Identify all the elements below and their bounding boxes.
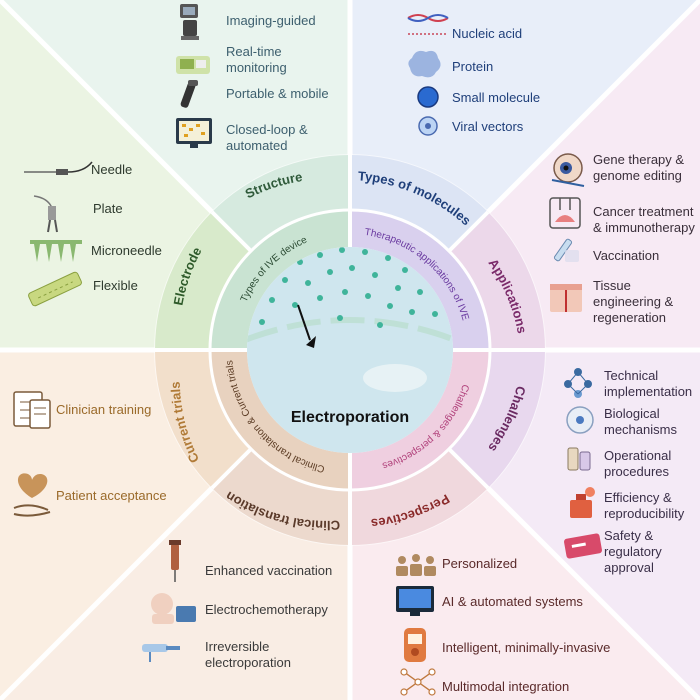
molecule-item-small-molecule: Small molecule: [452, 90, 541, 105]
cell-center: [247, 247, 453, 453]
electrode-item-microneedle: Microneedle: [91, 243, 162, 258]
ring-electrode: [154, 212, 251, 350]
personalized-icon: [396, 554, 436, 576]
plate-icon: [33, 195, 58, 233]
irreversible-electroporation-icon: [142, 644, 180, 662]
ring-challenges: [449, 350, 546, 488]
safety-regulatory-icon: [564, 533, 602, 559]
clinical-item-irreversible: Irreversible electroporation: [205, 639, 291, 670]
needle-icon: [24, 161, 93, 175]
challenge-item-efficiency: Efficiency & reproducibility: [604, 490, 685, 521]
challenge-item-operational: Operational procedures: [604, 448, 672, 479]
real-time-monitoring-icon: [176, 56, 210, 74]
ring-perspectives: [350, 449, 488, 546]
structure-item-real-time-monitoring: Real-time monitoring: [226, 44, 287, 75]
ring-trials: [154, 350, 251, 488]
portable-mobile-icon: [180, 80, 198, 108]
structure-item-closed-loop: Closed-loop & automated: [226, 122, 308, 153]
challenge-item-technical: Technical implementation: [604, 368, 693, 399]
gene-therapy-icon: [551, 153, 585, 187]
electrode-item-plate: Plate: [93, 201, 123, 216]
small-molecule-icon: [417, 86, 439, 108]
challenge-item-safety: Safety & regulatory approval: [604, 528, 662, 575]
closed-loop-automated-icon: [176, 118, 212, 148]
structure-item-portable-mobile: Portable & mobile: [226, 86, 329, 101]
application-item-vaccination: Vaccination: [593, 248, 660, 263]
perspective-item-ai: AI & automated systems: [442, 594, 583, 609]
cell-nucleus: [363, 364, 427, 392]
operational-procedures-icon: [567, 447, 591, 471]
clinician-training-icon: [13, 391, 51, 429]
ring-clinical: [212, 449, 350, 546]
perspective-item-intelligent: Intelligent, minimally-invasive: [442, 640, 611, 655]
application-item-cancer-treatment: Cancer treatment & immunotherapy: [593, 204, 695, 235]
electrochemotherapy-icon: [151, 593, 196, 624]
molecule-dots: [259, 247, 438, 328]
multimodal-integration-icon: [400, 668, 436, 696]
clinical-item-electrochemotherapy: Electrochemotherapy: [205, 602, 328, 617]
application-item-gene-therapy: Gene therapy & genome editing: [593, 152, 685, 183]
biological-mechanisms-icon: [566, 406, 594, 434]
molecule-item-protein: Protein: [452, 59, 494, 74]
ai-automated-systems-icon: [396, 586, 434, 616]
imaging-guided-icon: [180, 4, 199, 40]
perspective-item-multimodal: Multimodal integration: [442, 679, 570, 694]
inner-ring-therapeutic: [350, 210, 490, 350]
perspective-item-personalized: Personalized: [442, 556, 518, 571]
inner-ring-device: [210, 210, 350, 350]
intelligent-minimally-invasive-icon: [404, 628, 426, 662]
trial-item-patient-acceptance: Patient acceptance: [56, 488, 167, 503]
viral-vectors-icon: [418, 116, 438, 136]
inner-ring-challenges: [350, 350, 490, 490]
nucleic-acid-icon: [407, 14, 449, 35]
ring-applications: [449, 212, 546, 350]
tissue-engineering-icon: [550, 284, 582, 312]
flexible-icon: [28, 271, 82, 307]
protein-icon: [408, 50, 441, 78]
technical-implementation-icon: [564, 368, 592, 398]
electrode-item-needle: Needle: [91, 162, 133, 177]
molecule-item-viral-vectors: Viral vectors: [452, 119, 524, 134]
ring-structure: [212, 154, 350, 251]
challenge-item-biological: Biological mechanisms: [604, 406, 677, 437]
efficiency-reproducibility-icon: [570, 487, 595, 518]
trial-item-clinician-training: Clinician training: [56, 402, 152, 417]
structure-item-imaging-guided: Imaging-guided: [226, 13, 316, 28]
inner-ring-clinical: [210, 350, 350, 490]
application-item-tissue-engineering: Tissue engineering & regeneration: [593, 278, 674, 325]
microneedle-icon: [30, 240, 82, 262]
molecule-item-nucleic-acid: Nucleic acid: [452, 26, 523, 41]
ring-molecules: [350, 154, 488, 251]
patient-acceptance-icon: [13, 473, 51, 517]
electrode-item-flexible: Flexible: [93, 278, 138, 293]
center-title: Electroporation: [290, 409, 410, 426]
vaccination-icon: [553, 238, 579, 262]
cancer-treatment-icon: [549, 197, 581, 229]
enhanced-vaccination-icon: [169, 540, 181, 582]
clinical-item-enhanced-vaccination: Enhanced vaccination: [205, 563, 333, 578]
